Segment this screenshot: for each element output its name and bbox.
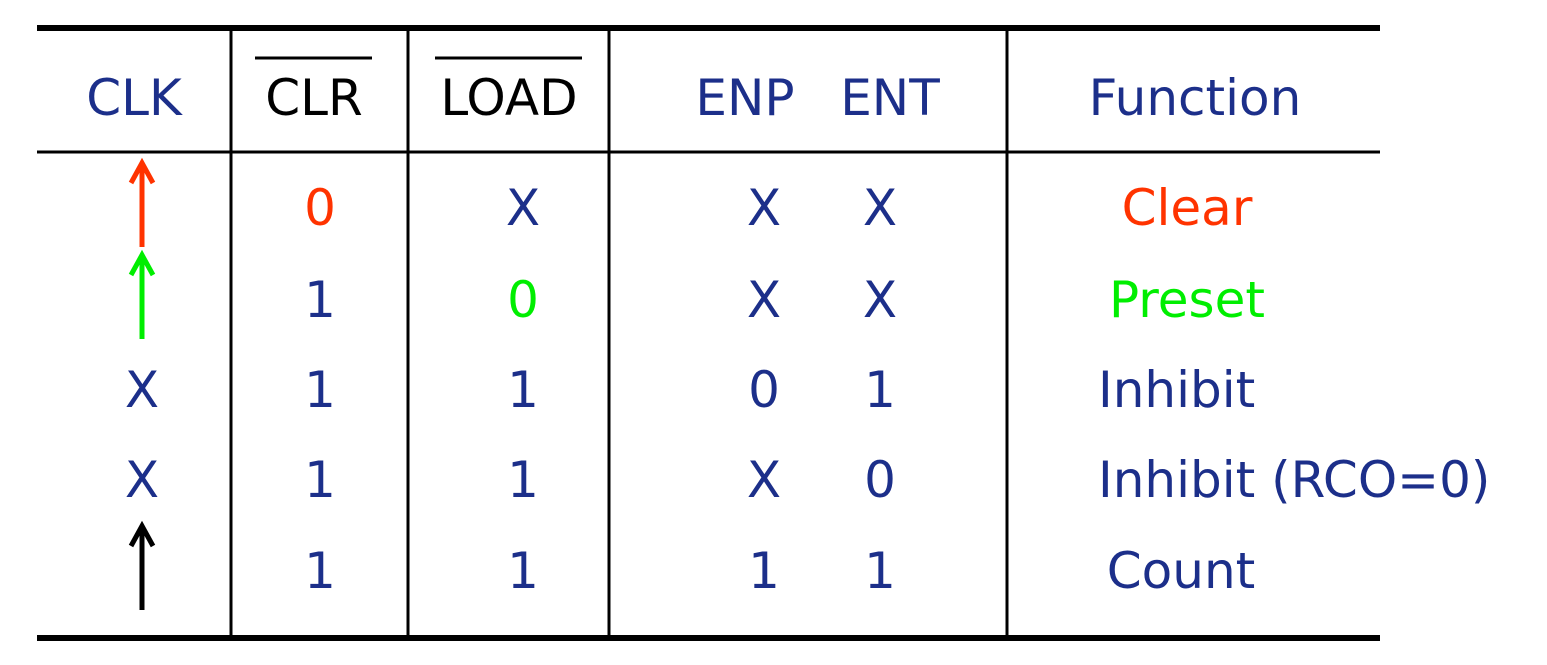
cell-ent: 0 — [864, 451, 896, 509]
cell-enp: X — [747, 179, 781, 237]
cell-enp: 1 — [748, 542, 780, 600]
header-clr: CLR — [265, 69, 363, 127]
cell-clk: ↑ — [121, 542, 163, 600]
cell-clk: X — [125, 451, 159, 509]
cell-function: Inhibit (RCO=0) — [1098, 451, 1490, 509]
cell-load: 1 — [507, 451, 539, 509]
cell-ent: X — [863, 271, 897, 329]
cell-function: Count — [1107, 542, 1256, 600]
cell-clk: X — [125, 361, 159, 419]
cell-ent: 1 — [864, 361, 896, 419]
arrow-head-icon — [128, 520, 156, 548]
cell-clk: ↑ — [121, 271, 163, 329]
header-clk: CLK — [86, 69, 183, 127]
cell-load: 0 — [507, 271, 539, 329]
cell-load: 1 — [507, 542, 539, 600]
cell-load: 1 — [507, 361, 539, 419]
cell-clr: 1 — [304, 542, 336, 600]
cell-function: Preset — [1109, 271, 1265, 329]
cell-clk: ↑ — [121, 179, 163, 237]
arrow-head-icon — [128, 249, 156, 277]
arrow-head-icon — [128, 157, 156, 185]
cell-function: Clear — [1122, 179, 1253, 237]
table-row: X 1 1 X 0 Inhibit (RCO=0) — [125, 451, 1491, 509]
header-load: LOAD — [440, 69, 577, 127]
cell-clr: 1 — [304, 361, 336, 419]
cell-load: X — [506, 179, 540, 237]
cell-clr: 0 — [304, 179, 336, 237]
table-row: ↑ 1 1 1 1 Count — [121, 520, 1256, 610]
cell-clr: 1 — [304, 271, 336, 329]
cell-enp: 0 — [748, 361, 780, 419]
header-function: Function — [1089, 69, 1302, 127]
cell-enp: X — [747, 271, 781, 329]
header-enp: ENP — [695, 69, 794, 127]
cell-function: Inhibit — [1098, 361, 1255, 419]
cell-enp: X — [747, 451, 781, 509]
cell-ent: 1 — [864, 542, 896, 600]
cell-clr: 1 — [304, 451, 336, 509]
table-row: X 1 1 0 1 Inhibit — [125, 361, 1255, 419]
table-row: ↑ 1 0 X X Preset — [121, 249, 1265, 339]
table-row: ↑ 0 X X X Clear — [121, 157, 1253, 247]
header-ent: ENT — [840, 69, 940, 127]
cell-ent: X — [863, 179, 897, 237]
